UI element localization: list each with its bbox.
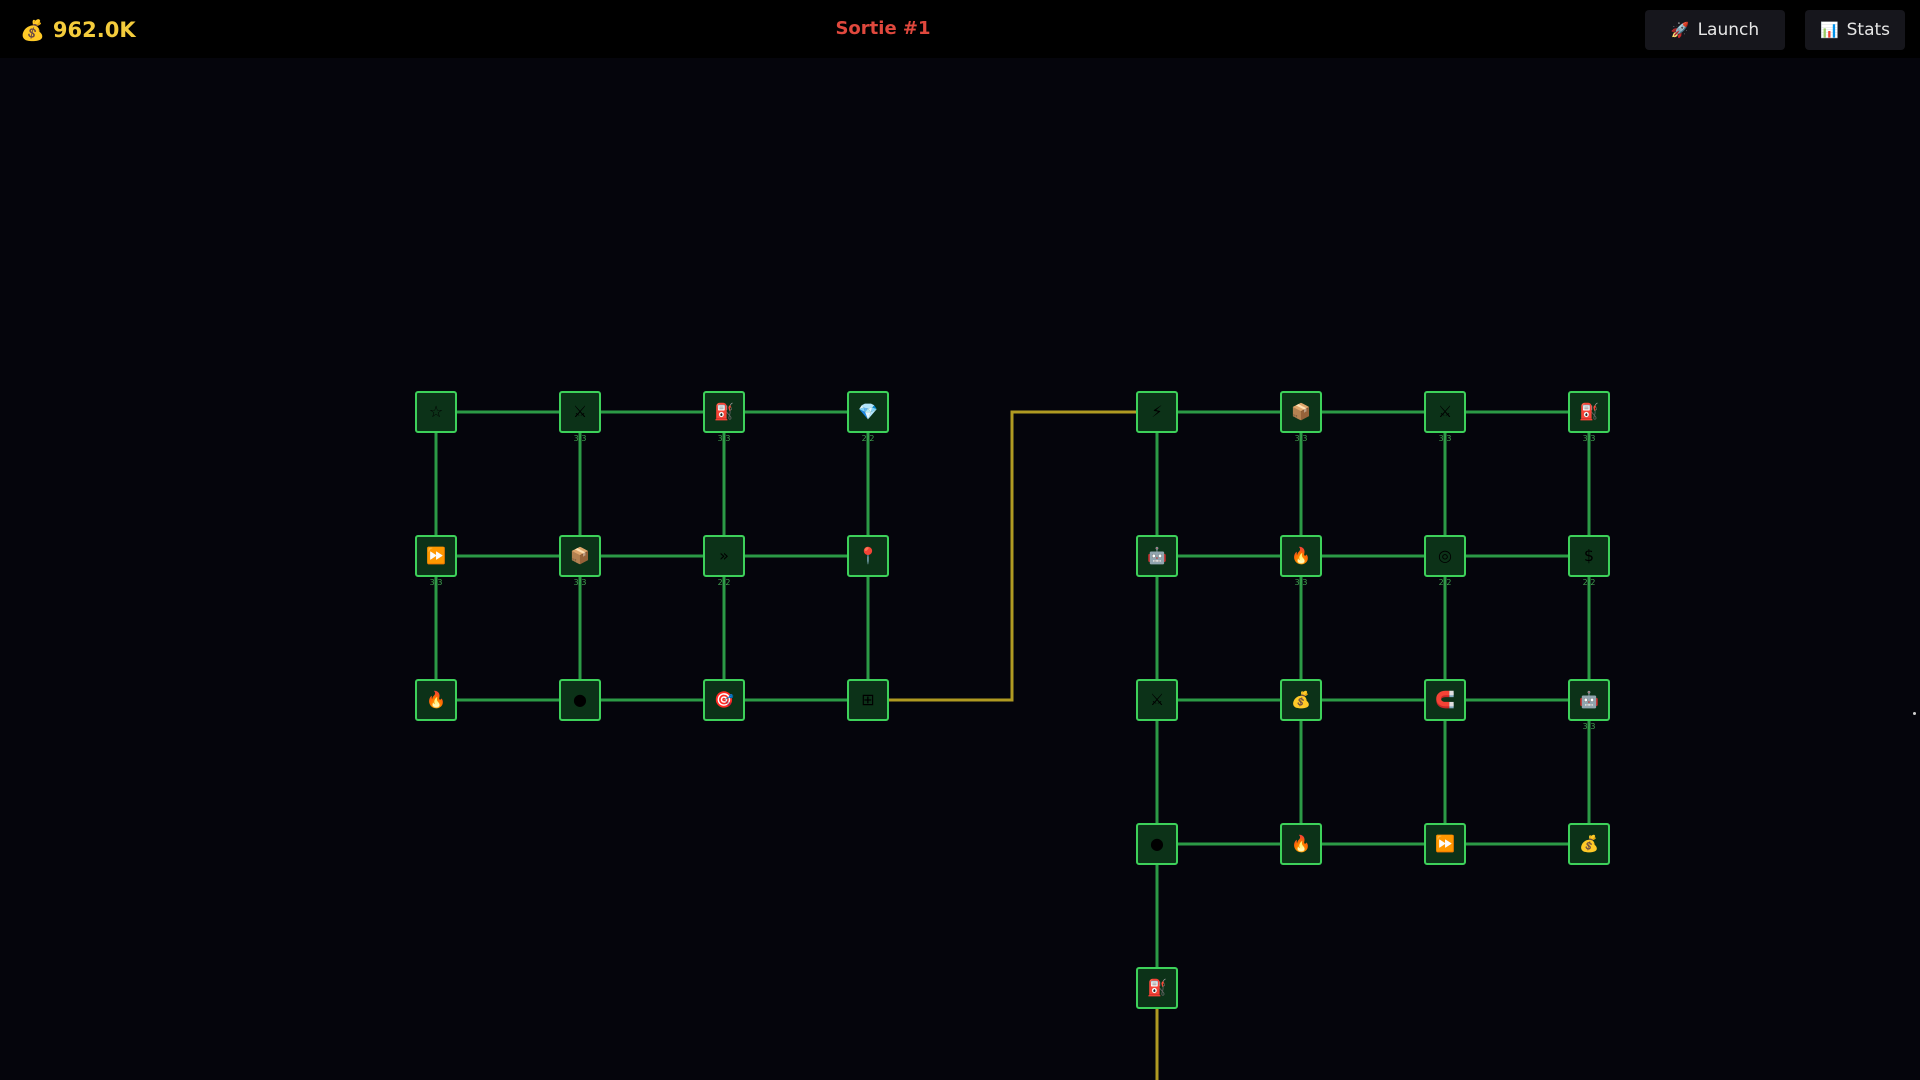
upgrade-node[interactable]: ⚡ xyxy=(1136,391,1178,433)
robot-icon: 🤖 xyxy=(1579,690,1599,709)
upgrade-node[interactable]: $2/2 xyxy=(1568,535,1610,587)
node-level: 3/3 xyxy=(573,434,587,443)
crossed-swords-icon: ⚔ xyxy=(572,402,588,421)
money-value: 962.0K xyxy=(52,18,136,42)
node-level: 3/3 xyxy=(1582,434,1596,443)
double-chevron-icon: » xyxy=(719,546,729,565)
lightning-icon: ⚡ xyxy=(1151,402,1163,421)
upgrade-node[interactable]: ⚔ xyxy=(1136,679,1178,721)
upgrade-node[interactable]: 💰 xyxy=(1280,679,1322,721)
money-bag-icon: 💰 xyxy=(1291,690,1311,709)
upgrade-node[interactable]: 💰 xyxy=(1568,823,1610,865)
node-level: 3/3 xyxy=(573,578,587,587)
node-level: 3/3 xyxy=(429,578,443,587)
money-bag-icon: 💰 xyxy=(20,18,45,42)
node-level: 2/2 xyxy=(1582,578,1596,587)
fast-forward-icon: ⏩ xyxy=(426,546,446,565)
node-level: 3/3 xyxy=(717,434,731,443)
upgrade-node[interactable]: ⚔ 3/3 xyxy=(1424,391,1466,443)
fire-icon: 🔥 xyxy=(426,690,446,709)
upgrade-node[interactable]: ● xyxy=(1136,823,1178,865)
stats-label: Stats xyxy=(1846,20,1891,40)
crossed-swords-icon: ⚔ xyxy=(1437,402,1453,421)
upgrade-node[interactable]: ◎ 2/2 xyxy=(1424,535,1466,587)
upgrade-node[interactable]: ⛽ 3/3 xyxy=(703,391,745,443)
target-icon: 🎯 xyxy=(714,690,734,709)
node-level: 3/3 xyxy=(1294,578,1308,587)
package-icon: 📦 xyxy=(1291,402,1311,421)
node-level: 3/3 xyxy=(1582,722,1596,731)
fuel-pump-icon: ⛽ xyxy=(1147,978,1167,997)
upgrade-node[interactable]: 📍 xyxy=(847,535,889,577)
upgrade-node[interactable]: ⏩ 3/3 xyxy=(415,535,457,587)
upgrade-node[interactable]: ⊞ xyxy=(847,679,889,721)
node-level: 2/2 xyxy=(717,578,731,587)
fuel-pump-icon: ⛽ xyxy=(1579,402,1599,421)
upgrade-node[interactable]: » 2/2 xyxy=(703,535,745,587)
fire-icon: 🔥 xyxy=(1291,834,1311,853)
fire-icon: 🔥 xyxy=(1291,546,1311,565)
package-icon: 📦 xyxy=(570,546,590,565)
dot-icon: ● xyxy=(1150,834,1164,853)
stats-button[interactable]: 📊 Stats xyxy=(1805,10,1905,50)
upgrade-node[interactable]: 🎯 xyxy=(703,679,745,721)
money-bag-icon: 💰 xyxy=(1579,834,1599,853)
dollar-icon: $ xyxy=(1583,546,1595,565)
money-counter: 💰 962.0K xyxy=(20,14,136,46)
upgrade-node[interactable]: 🤖 xyxy=(1136,535,1178,577)
grid-icon: ⊞ xyxy=(861,690,875,709)
node-level: 3/3 xyxy=(1438,434,1452,443)
robot-icon: 🤖 xyxy=(1147,546,1167,565)
rocket-icon: 🚀 xyxy=(1670,21,1690,39)
upgrade-node[interactable]: 💎 2/2 xyxy=(847,391,889,443)
ring-icon: ◎ xyxy=(1438,546,1452,565)
active-path-line xyxy=(868,410,1157,702)
upgrade-node[interactable]: ⚔ 3/3 xyxy=(559,391,601,443)
gem-icon: 💎 xyxy=(858,402,878,421)
upgrade-node[interactable]: 🔥 xyxy=(415,679,457,721)
upgrade-node[interactable]: 📦 3/3 xyxy=(559,535,601,587)
upgrade-node[interactable]: ⏩ xyxy=(1424,823,1466,865)
node-level: 3/3 xyxy=(1294,434,1308,443)
upgrade-node[interactable]: ⛽ 3/3 xyxy=(1568,391,1610,443)
upgrade-node[interactable]: ● xyxy=(559,679,601,721)
upgrade-node[interactable]: 🔥 xyxy=(1280,823,1322,865)
crossed-swords-icon: ⚔ xyxy=(1149,690,1165,709)
node-level: 2/2 xyxy=(861,434,875,443)
upgrade-node[interactable]: 🤖 3/3 xyxy=(1568,679,1610,731)
upgrade-node[interactable]: 📦 3/3 xyxy=(1280,391,1322,443)
launch-label: Launch xyxy=(1697,20,1760,40)
launch-button[interactable]: 🚀 Launch xyxy=(1645,10,1785,50)
cursor-dot xyxy=(1913,712,1916,715)
fast-forward-icon: ⏩ xyxy=(1435,834,1455,853)
magnet-icon: 🧲 xyxy=(1435,690,1455,709)
upgrade-node[interactable]: 🔥 3/3 xyxy=(1280,535,1322,587)
fuel-pump-icon: ⛽ xyxy=(714,402,734,421)
upgrade-node[interactable]: ⛽ xyxy=(1136,967,1178,1009)
dot-icon: ● xyxy=(573,690,587,709)
upgrade-node[interactable]: 🧲 xyxy=(1424,679,1466,721)
bar-chart-icon: 📊 xyxy=(1819,21,1839,39)
pushpin-icon: 📍 xyxy=(858,546,878,565)
top-bar: 💰 962.0K Sortie #1 🚀 Launch 📊 Stats xyxy=(0,0,1920,58)
upgrade-node[interactable]: ☆ xyxy=(415,391,457,433)
star-icon: ☆ xyxy=(428,402,444,421)
sortie-title: Sortie #1 xyxy=(835,18,931,39)
node-level: 2/2 xyxy=(1438,578,1452,587)
